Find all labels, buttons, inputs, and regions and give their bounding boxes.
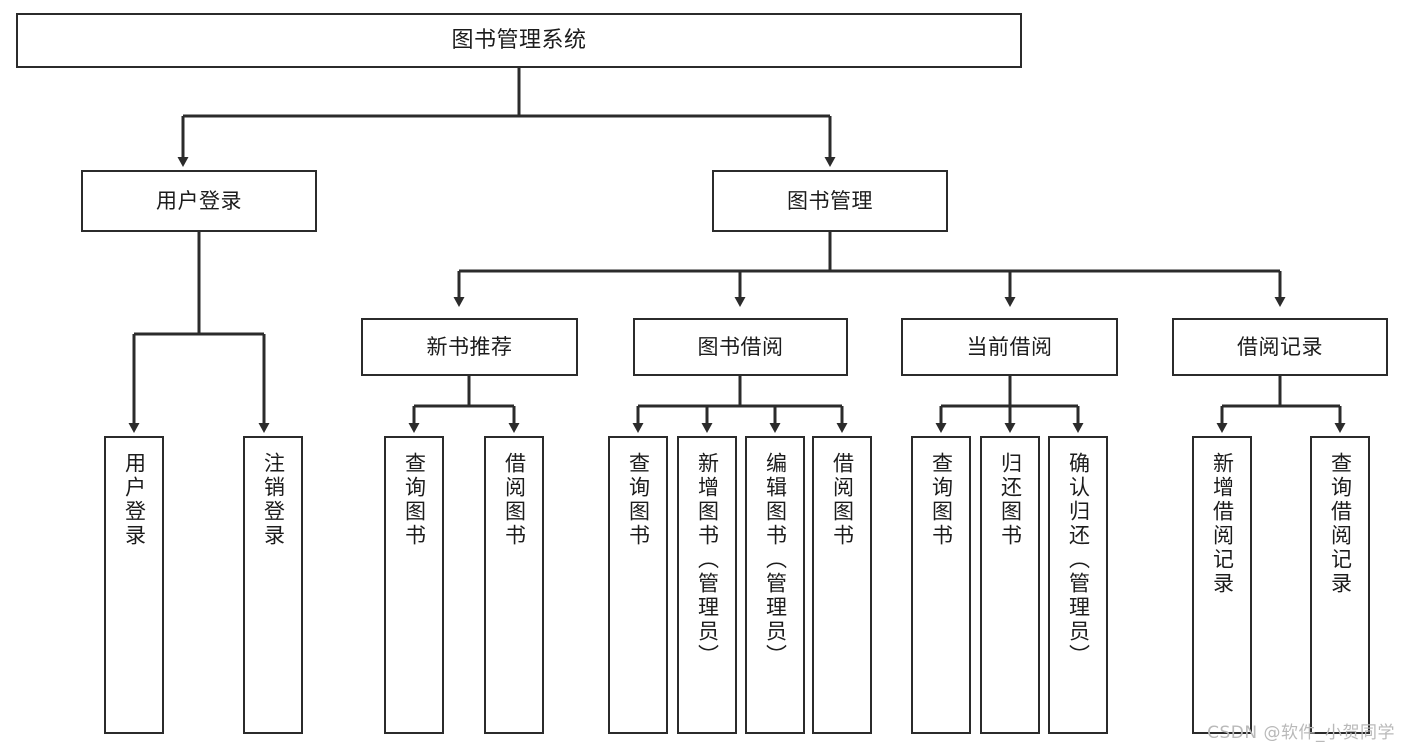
node-borrow-record[interactable]: 借阅记录	[1172, 318, 1388, 376]
node-label: 当前借阅	[966, 334, 1053, 359]
node-leaf-borrow-book[interactable]: 借阅图书	[812, 436, 872, 734]
node-label: 查询图书	[626, 452, 651, 548]
node-leaf-user-login[interactable]: 用户登录	[104, 436, 164, 734]
node-label: 图书管理系统	[451, 27, 587, 53]
node-label: 注销登录	[261, 452, 286, 548]
node-user-login[interactable]: 用户登录	[81, 170, 317, 232]
node-label: 图书管理	[787, 188, 873, 213]
node-leaf-borrow-book-recommend[interactable]: 借阅图书	[484, 436, 544, 734]
node-label: 借阅图书	[502, 452, 527, 548]
node-label: 新增借阅记录	[1210, 452, 1235, 596]
node-book-borrow[interactable]: 图书借阅	[633, 318, 848, 376]
node-label: 借阅图书	[830, 452, 855, 548]
node-label: 查询图书	[929, 452, 954, 548]
node-leaf-add-book-admin[interactable]: 新增图书（管理员）	[677, 436, 737, 734]
node-root-system[interactable]: 图书管理系统	[16, 13, 1022, 68]
node-label: 归还图书	[998, 452, 1023, 548]
node-leaf-query-book-current[interactable]: 查询图书	[911, 436, 971, 734]
node-label: 用户登录	[122, 452, 147, 548]
node-leaf-query-book-borrow[interactable]: 查询图书	[608, 436, 668, 734]
node-leaf-add-borrow-record[interactable]: 新增借阅记录	[1192, 436, 1252, 734]
node-label: 图书借阅	[697, 334, 784, 359]
node-leaf-query-book-recommend[interactable]: 查询图书	[384, 436, 444, 734]
node-label: 新增图书（管理员）	[695, 452, 720, 668]
node-label: 编辑图书（管理员）	[763, 452, 788, 668]
node-label: 查询借阅记录	[1328, 452, 1353, 596]
node-label: 用户登录	[156, 188, 242, 213]
node-label: 查询图书	[402, 452, 427, 548]
node-current-borrow[interactable]: 当前借阅	[901, 318, 1118, 376]
node-leaf-edit-book-admin[interactable]: 编辑图书（管理员）	[745, 436, 805, 734]
node-leaf-user-logout[interactable]: 注销登录	[243, 436, 303, 734]
node-leaf-query-borrow-record[interactable]: 查询借阅记录	[1310, 436, 1370, 734]
node-book-management[interactable]: 图书管理	[712, 170, 948, 232]
node-label: 新书推荐	[426, 334, 513, 359]
node-new-book-recommend[interactable]: 新书推荐	[361, 318, 578, 376]
watermark-text: CSDN @软件_小贺同学	[1207, 723, 1395, 743]
node-label: 借阅记录	[1237, 334, 1323, 359]
node-leaf-return-book[interactable]: 归还图书	[980, 436, 1040, 734]
node-label: 确认归还（管理员）	[1066, 452, 1091, 668]
node-leaf-confirm-return-admin[interactable]: 确认归还（管理员）	[1048, 436, 1108, 734]
